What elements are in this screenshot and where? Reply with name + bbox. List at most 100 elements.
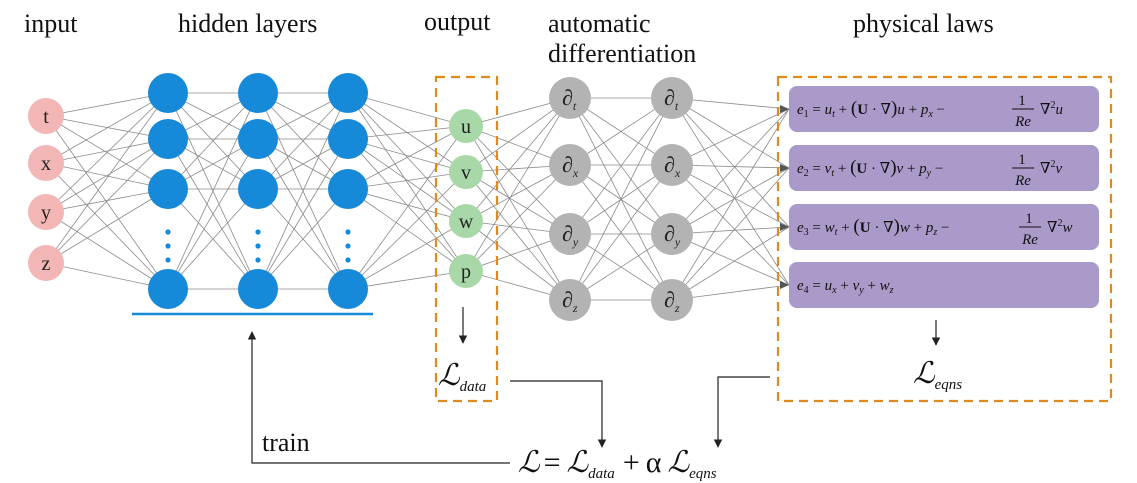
svg-text:∇2v: ∇2v — [1040, 159, 1062, 177]
svg-text:e1 = ut + (U · ∇)u + px −: e1 = ut + (U · ∇)u + px − — [797, 98, 945, 120]
edge-diff-equation — [671, 108, 790, 301]
derivative-label-x: ∂x — [562, 152, 579, 180]
heading-autodiff-line2: differentiation — [548, 39, 696, 68]
output-node-w — [449, 204, 483, 238]
edge-hidden-output — [347, 92, 467, 222]
heading-physical-laws: physical laws — [853, 9, 994, 38]
ldata-to-total-arrow — [510, 380, 607, 448]
edge-hidden-output — [347, 220, 467, 290]
svg-text:Re: Re — [1014, 114, 1031, 130]
output-node-p — [449, 254, 483, 288]
edge-hidden-output — [347, 171, 467, 290]
edge-hidden-hidden — [257, 92, 349, 290]
input-node-y — [28, 194, 64, 230]
derivative-node-1-x — [549, 144, 591, 186]
output-node-label-v: v — [461, 162, 471, 184]
derivative-label-y: ∂y — [664, 221, 681, 249]
edge-output-diff — [465, 97, 571, 173]
hidden-ellipsis-dot — [345, 243, 351, 249]
derivative-label-t: ∂t — [562, 85, 577, 113]
output-dashed-box — [434, 75, 499, 403]
hidden-ellipsis-dot — [345, 257, 351, 263]
ldata-symbol: ℒdata — [438, 359, 486, 395]
svg-text:1: 1 — [1018, 93, 1026, 109]
equation-3: e3 = wt + (U · ∇)w + pz − 1 Re ∇2w — [797, 211, 1073, 248]
derivative-node-2-y — [651, 213, 693, 255]
svg-text:1: 1 — [1025, 211, 1033, 227]
derivative-node-1-z — [549, 279, 591, 321]
svg-text:Re: Re — [1014, 173, 1031, 189]
edge-diff-equation — [671, 164, 790, 228]
hidden-node-l3-2 — [328, 119, 368, 159]
edge-output-diff — [465, 125, 571, 235]
edge-diff-equation — [671, 97, 790, 286]
edge-diff-diff — [569, 97, 673, 301]
derivative-node-1-y — [549, 213, 591, 255]
edge-diff-equation — [671, 167, 790, 235]
heading-hidden-layers: hidden layers — [178, 9, 317, 38]
edge-diff-equation — [671, 108, 790, 235]
edge-diff-equation — [671, 97, 790, 228]
svg-text:e2 = vt + (U · ∇)v + py −: e2 = vt + (U · ∇)v + py − — [797, 157, 943, 179]
edge-hidden-hidden — [257, 92, 349, 190]
output-node-label-u: u — [461, 116, 471, 138]
hidden-ellipsis-dot — [255, 229, 261, 235]
derivative-label-z: ∂z — [562, 287, 578, 315]
physics-dashed-box — [776, 75, 1113, 403]
output-node-v — [449, 155, 483, 189]
edge-input-hidden — [45, 92, 169, 117]
edge-input-hidden — [45, 162, 169, 190]
equation-arrowhead — [780, 164, 789, 172]
hidden-ellipsis-dot — [165, 229, 171, 235]
train-label: train — [262, 428, 310, 457]
derivative-node-2-x — [651, 144, 693, 186]
edge-output-diff — [465, 97, 571, 222]
edge-hidden-output — [347, 125, 467, 290]
hidden-node-l2-2 — [238, 119, 278, 159]
heading-autodiff-line1: automatic — [548, 9, 651, 38]
hidden-node-l2-3 — [238, 169, 278, 209]
edge-diff-equation — [671, 164, 790, 286]
derivative-node-1-t — [549, 77, 591, 119]
edge-diff-equation — [671, 226, 790, 301]
input-node-t — [28, 98, 64, 134]
input-node-label-z: z — [42, 253, 51, 275]
edge-input-hidden — [45, 92, 169, 264]
edge-diff-equation — [671, 108, 790, 166]
equation-arrowhead — [780, 105, 789, 113]
equation-1: e1 = ut + (U · ∇)u + px − 1 Re ∇2u — [797, 93, 1063, 130]
edge-diff-equation — [671, 167, 790, 301]
edge-input-hidden — [45, 262, 169, 290]
hidden-node-l1-1 — [148, 73, 188, 113]
edge-hidden-hidden — [167, 92, 259, 290]
equation-arrowhead — [780, 281, 789, 289]
edge-hidden-hidden — [257, 188, 349, 290]
equation-arrowhead — [780, 223, 789, 231]
hidden-node-l1-3 — [148, 169, 188, 209]
svg-text:e4 = ux + vy + wz: e4 = ux + vy + wz — [797, 278, 894, 296]
output-node-label-p: p — [461, 261, 471, 283]
hidden-node-l2-4 — [238, 269, 278, 309]
edge-input-hidden — [45, 188, 169, 264]
edge-hidden-hidden — [167, 188, 259, 290]
hidden-node-l3-3 — [328, 169, 368, 209]
heading-input: input — [24, 9, 78, 38]
input-node-z — [28, 245, 64, 281]
train-feedback-arrow — [247, 331, 510, 464]
equation-4: e4 = ux + vy + wz — [797, 278, 894, 296]
hidden-ellipsis-dot — [255, 243, 261, 249]
hidden-ellipsis-dot — [165, 243, 171, 249]
edge-diff-diff — [569, 164, 673, 301]
edge-hidden-hidden — [167, 92, 259, 190]
edge-hidden-hidden — [167, 138, 259, 290]
edge-input-hidden — [45, 92, 169, 164]
derivative-node-2-t — [651, 77, 693, 119]
svg-text:e3 = wt + (U · ∇)w + pz −: e3 = wt + (U · ∇)w + pz − — [797, 216, 949, 238]
hidden-node-l1-2 — [148, 119, 188, 159]
equation-2: e2 = vt + (U · ∇)v + py − 1 Re ∇2v — [797, 152, 1062, 189]
hidden-node-l1-4 — [148, 269, 188, 309]
edge-input-hidden — [45, 138, 169, 213]
edge-output-diff — [465, 220, 571, 301]
